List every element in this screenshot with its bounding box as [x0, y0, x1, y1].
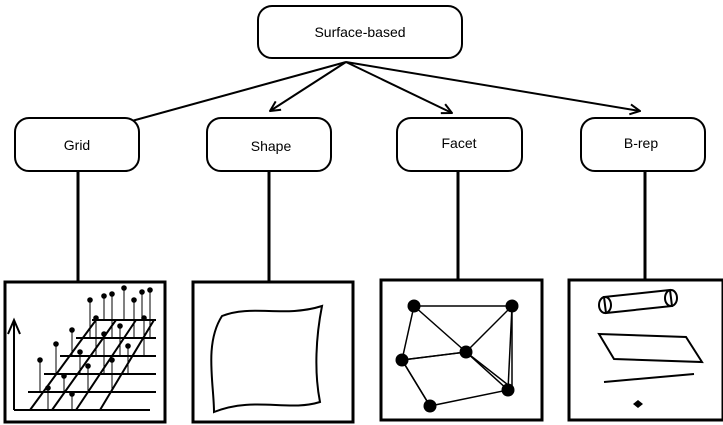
boundary-primitives-icon	[567, 278, 723, 422]
arrow-to-shape	[270, 61, 347, 111]
arrow-to-grid	[110, 61, 347, 127]
triangulated-mesh-icon	[379, 278, 544, 422]
category-label-grid: Grid	[64, 137, 90, 153]
arrow-to-brep	[345, 61, 640, 111]
root-node: Surface-based	[257, 5, 463, 59]
category-label-facet: Facet	[441, 135, 476, 151]
grid-elevation-icon	[3, 280, 167, 424]
connector-arrows	[110, 61, 640, 127]
category-node-shape: Shape	[206, 117, 332, 172]
arrow-to-facet	[345, 61, 452, 113]
category-label-shape: Shape	[251, 138, 292, 154]
category-node-grid: Grid	[14, 117, 140, 172]
category-node-brep: B-rep	[580, 117, 706, 172]
curved-surface-icon	[191, 280, 355, 424]
category-label-brep: B-rep	[624, 135, 658, 151]
category-node-facet: Facet	[396, 117, 523, 172]
point-marker	[633, 400, 643, 408]
root-label: Surface-based	[314, 24, 405, 40]
